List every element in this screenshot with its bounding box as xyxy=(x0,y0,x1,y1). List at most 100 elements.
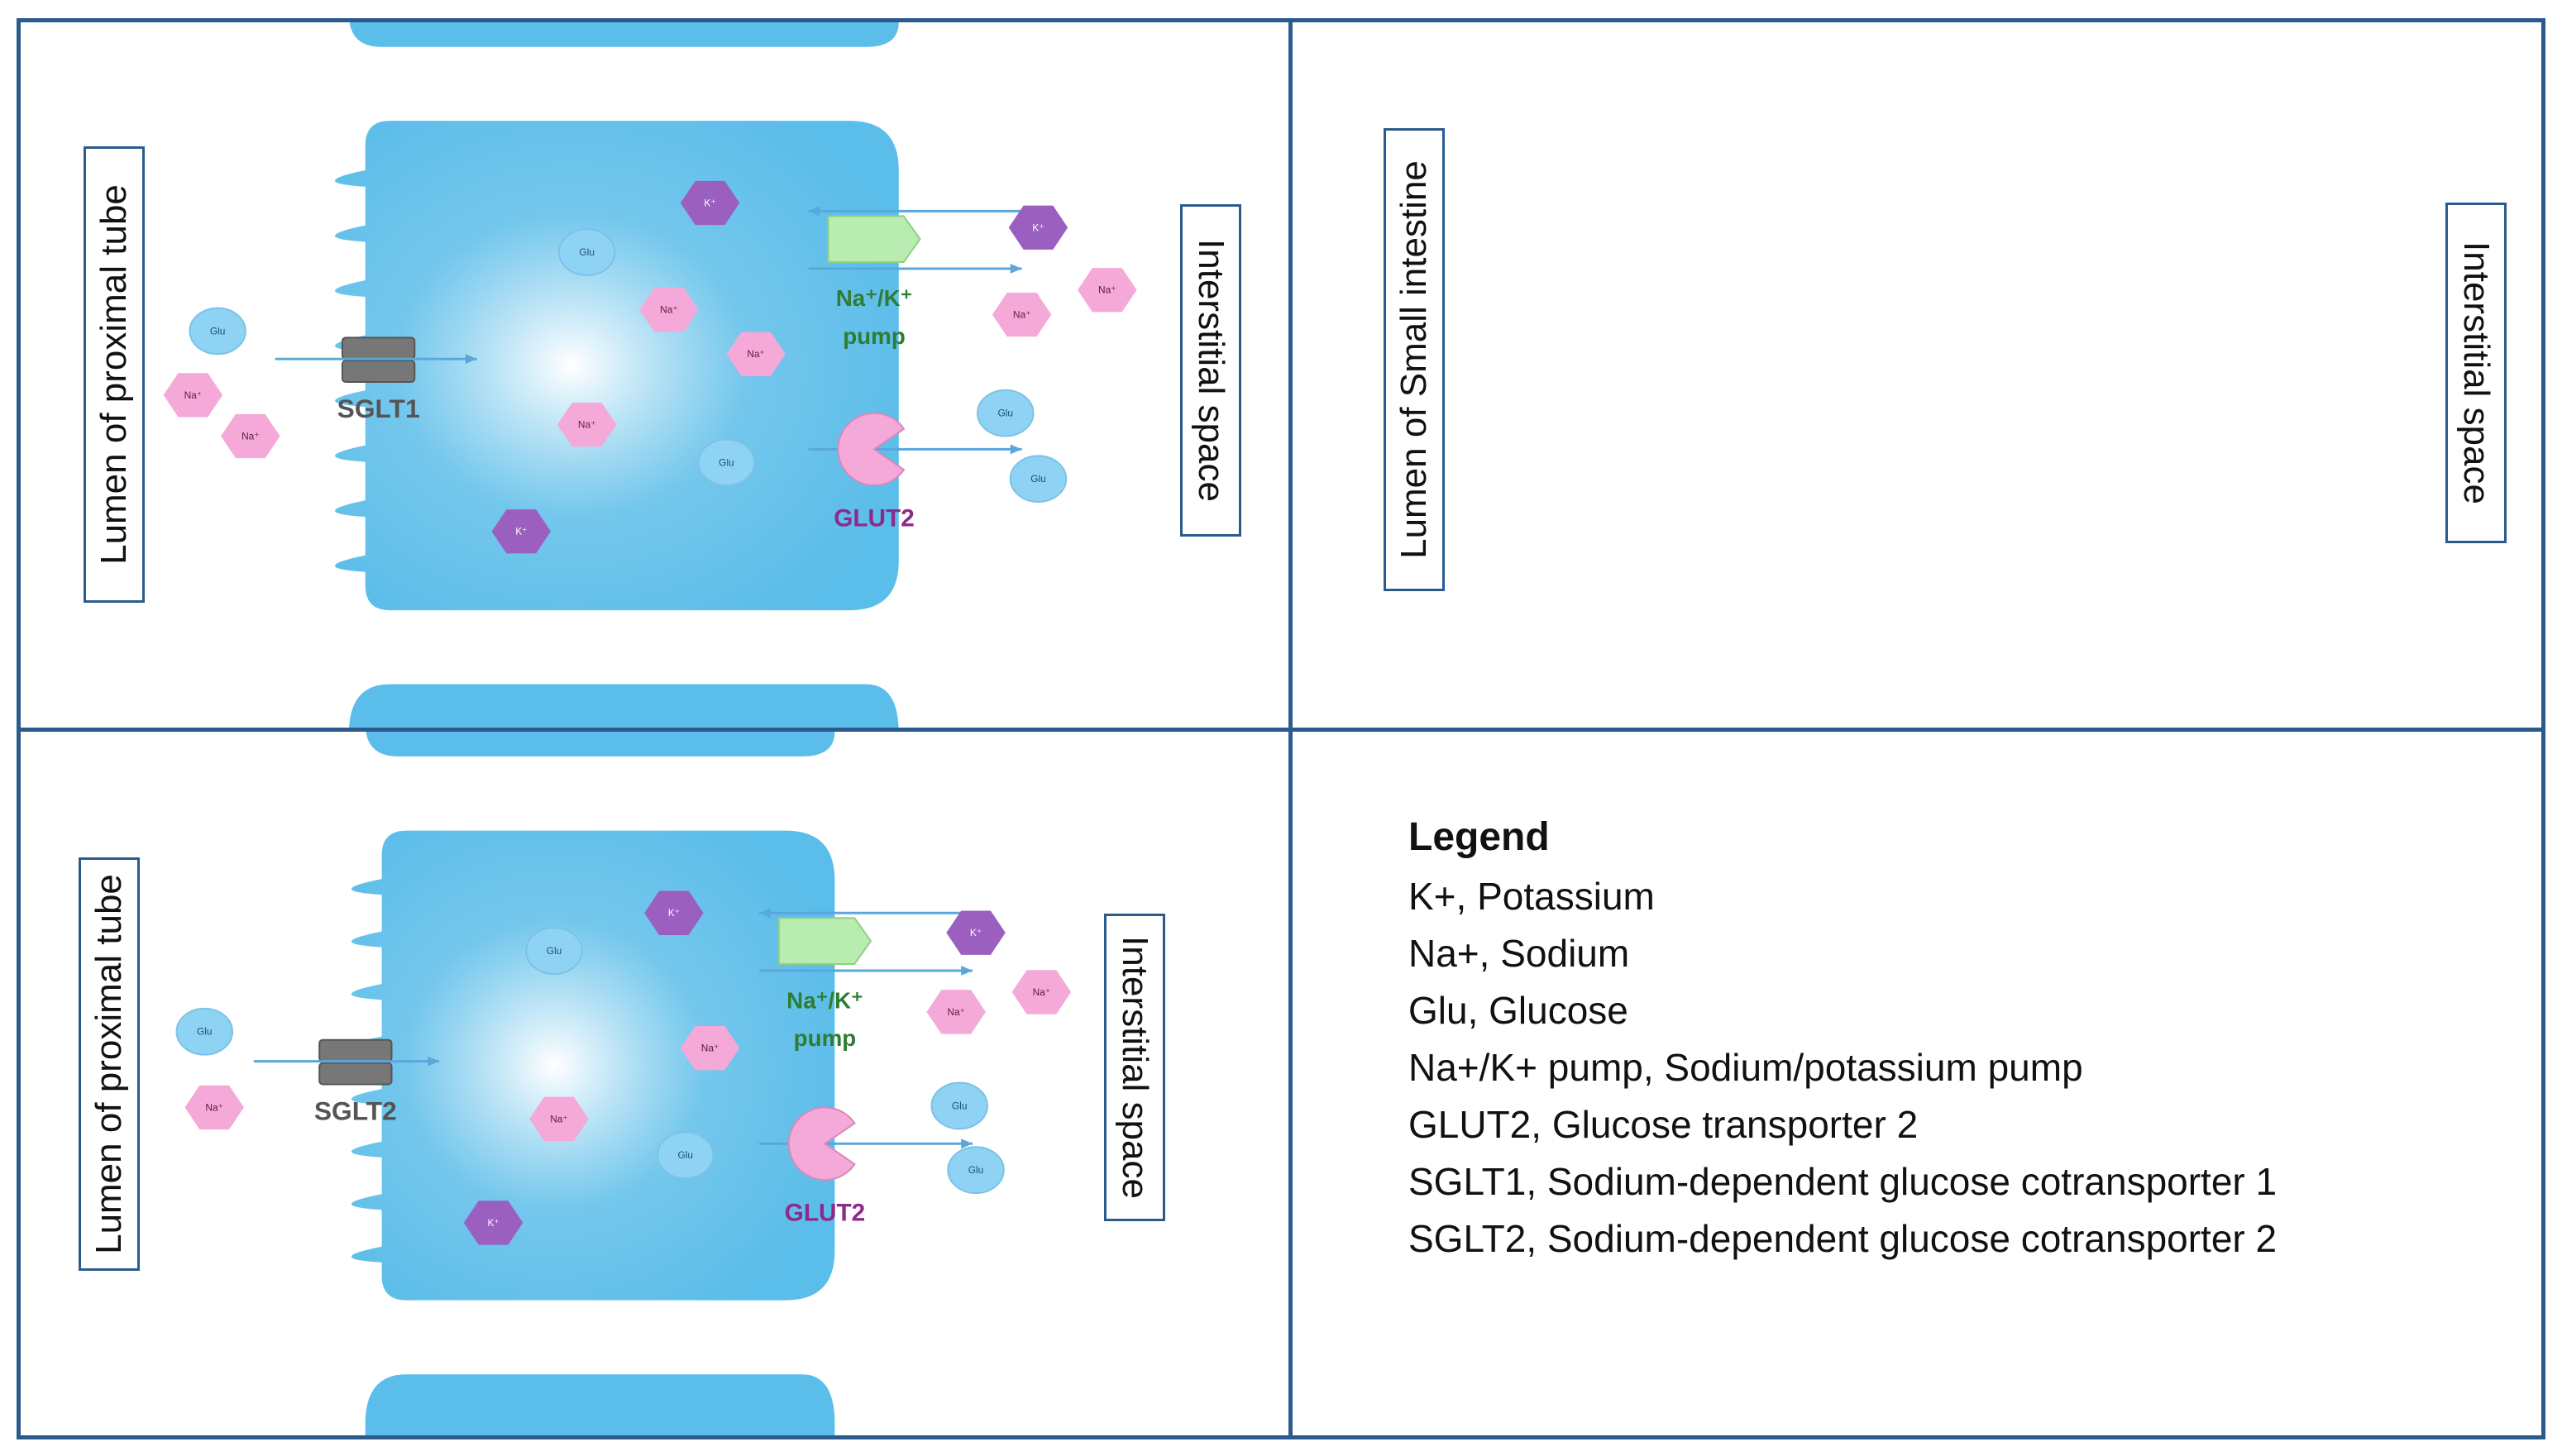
sodium-ion xyxy=(680,1025,740,1071)
sodium-label: Na⁺ xyxy=(947,1006,965,1018)
sodium-ion xyxy=(726,332,786,376)
sodium-ion xyxy=(529,1096,589,1142)
glucose-molecule xyxy=(947,1146,1005,1195)
panel-legend: Legend K+, Potassium Na+, Sodium Glu, Gl… xyxy=(1288,728,2545,1439)
transporter-label: SGLT1 xyxy=(337,394,420,423)
na-k-pump xyxy=(827,215,921,263)
diagram-kidney-sglt1: SGLT1Na⁺/K⁺pumpGLUT2GluGluGluGluGluNa⁺Na… xyxy=(163,22,1137,730)
potassium-ion xyxy=(463,1201,523,1245)
arrow-head xyxy=(465,354,477,365)
legend-item: GLUT2, Glucose transporter 2 xyxy=(1408,1103,1919,1146)
potassium-label: K⁺ xyxy=(704,197,715,208)
interstitial-label: Interstitial space xyxy=(1104,914,1165,1221)
glucose-label: Glu xyxy=(197,1026,213,1038)
sodium-ion xyxy=(163,373,223,418)
sodium-label: Na⁺ xyxy=(701,1043,719,1054)
legend-item: K+, Potassium xyxy=(1408,875,1655,918)
transporter-lower xyxy=(341,360,416,383)
interstitial-label: Interstitial space xyxy=(1180,204,1241,537)
sodium-ion xyxy=(221,413,280,459)
potassium-label: K⁺ xyxy=(668,907,680,919)
arrow-head xyxy=(808,206,820,217)
legend-item: Na+/K+ pump, Sodium/potassium pump xyxy=(1408,1046,2083,1089)
glut2-transporter xyxy=(837,412,906,487)
potassium-ion xyxy=(491,509,552,554)
glucose-molecule xyxy=(525,927,583,975)
lumen-label: Lumen of Small intestine xyxy=(1384,128,1445,591)
potassium-ion xyxy=(680,180,740,226)
potassium-label: K⁺ xyxy=(487,1217,499,1229)
epithelial-cell xyxy=(335,121,899,611)
glucose-molecule xyxy=(1009,455,1068,503)
pump-label: pump xyxy=(794,1025,857,1051)
legend-item: Na+, Sodium xyxy=(1408,932,1630,975)
glucose-molecule xyxy=(657,1131,715,1180)
transporter-upper xyxy=(341,337,416,360)
legend-item: Glu, Glucose xyxy=(1408,989,1628,1032)
neighbor-cell-bottom xyxy=(349,684,899,730)
glucose-molecule xyxy=(189,307,246,356)
arrow-head xyxy=(1010,444,1022,455)
neighbor-cell-bottom xyxy=(365,1374,835,1435)
sodium-ion xyxy=(184,1085,244,1130)
panel-intestine-sglt1: SGLT1Na⁺/K⁺pumpGLUT2GluGluGluGluGluNa⁺Na… xyxy=(1288,18,2545,734)
neighbor-cell-top xyxy=(349,22,899,47)
epithelial-cell xyxy=(351,830,835,1301)
glucose-molecule xyxy=(557,228,616,276)
pump-label: Na⁺/K⁺ xyxy=(836,285,913,311)
neighbor-cell-top xyxy=(366,732,835,757)
glucose-label: Glu xyxy=(678,1149,694,1161)
glucose-label: Glu xyxy=(1030,473,1046,485)
sodium-label: Na⁺ xyxy=(241,431,260,442)
potassium-label: K⁺ xyxy=(970,927,982,938)
sodium-ion xyxy=(1078,268,1137,313)
potassium-label: K⁺ xyxy=(515,526,527,537)
glucose-molecule xyxy=(697,438,756,487)
arrow-head xyxy=(428,1056,440,1067)
interstitial-label: Interstitial space xyxy=(2445,203,2507,543)
legend: Legend K+, Potassium Na+, Sodium Glu, Gl… xyxy=(1408,814,2277,1267)
sodium-label: Na⁺ xyxy=(578,419,596,431)
diagram-kidney-sglt2: SGLT2Na⁺/K⁺pumpGLUT2GluGluGluGluGluNa⁺Na… xyxy=(175,732,1072,1435)
potassium-ion xyxy=(946,910,1006,955)
glucose-label: Glu xyxy=(998,408,1014,419)
glut2-label: GLUT2 xyxy=(785,1199,866,1226)
glucose-label: Glu xyxy=(952,1100,968,1111)
sodium-label: Na⁺ xyxy=(1098,284,1116,296)
sodium-ion xyxy=(639,287,699,332)
glucose-label: Glu xyxy=(968,1164,984,1176)
sodium-label: Na⁺ xyxy=(205,1101,223,1113)
glucose-molecule xyxy=(977,389,1035,437)
lumen-label: Lumen of proximal tube xyxy=(84,146,145,603)
na-k-pump xyxy=(777,917,872,966)
lumen-label: Lumen of proximal tube xyxy=(79,857,140,1271)
transporter-label: SGLT2 xyxy=(314,1096,397,1125)
pump-label: pump xyxy=(843,323,906,349)
sodium-label: Na⁺ xyxy=(1013,309,1031,321)
sodium-ion xyxy=(557,403,617,447)
diagram-intestine-sglt1: SGLT1Na⁺/K⁺pumpGLUT2GluGluGluGluGluNa⁺Na… xyxy=(1293,22,2545,734)
glucose-label: Glu xyxy=(719,456,734,468)
transporter-upper xyxy=(318,1038,393,1062)
sodium-ion xyxy=(992,292,1052,337)
glucose-label: Glu xyxy=(210,325,226,337)
sodium-label: Na⁺ xyxy=(184,389,203,401)
sodium-ion xyxy=(926,990,986,1034)
potassium-ion xyxy=(1008,205,1068,250)
arrow-head xyxy=(759,908,771,919)
sodium-label: Na⁺ xyxy=(550,1113,568,1124)
sodium-label: Na⁺ xyxy=(747,348,765,360)
legend-item: SGLT1, Sodium-dependent glucose cotransp… xyxy=(1408,1160,2278,1203)
glucose-label: Glu xyxy=(547,945,562,957)
arrow-head xyxy=(1010,263,1022,274)
glut2-label: GLUT2 xyxy=(834,504,915,532)
potassium-ion xyxy=(644,890,704,935)
pump-label: Na⁺/K⁺ xyxy=(786,987,863,1013)
sodium-label: Na⁺ xyxy=(1033,986,1051,998)
glucose-molecule xyxy=(930,1081,988,1130)
arrow-head xyxy=(961,1139,973,1149)
glucose-molecule xyxy=(175,1007,234,1056)
legend-title: Legend xyxy=(1408,815,1550,859)
